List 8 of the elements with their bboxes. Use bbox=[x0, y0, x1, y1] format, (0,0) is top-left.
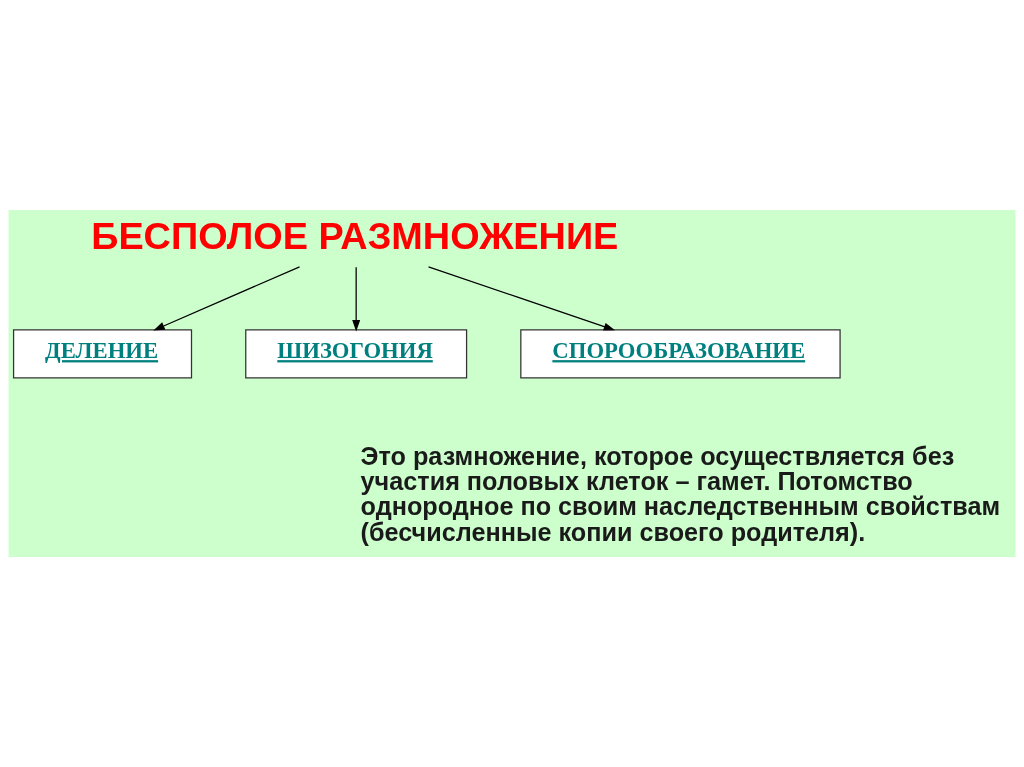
arrow bbox=[427, 266, 616, 331]
arrow bbox=[352, 266, 361, 332]
node-box: ШИЗОГОНИЯ bbox=[245, 329, 468, 379]
node-text: БЕСПОЛОЕ РАЗМНОЖЕНИЕ bbox=[91, 215, 619, 258]
arrow bbox=[153, 266, 301, 331]
label: Это размножение, которое осуществляется без участия половых клеток – гамет. Потомство однородное по своим наследственным свойствам (бесчисленные копии своего родителя). bbox=[360, 441, 1001, 546]
node-box: ДЕЛЕНИЕ bbox=[12, 329, 193, 379]
node-box: СПОРООБРАЗОВАНИЕ bbox=[520, 329, 841, 379]
